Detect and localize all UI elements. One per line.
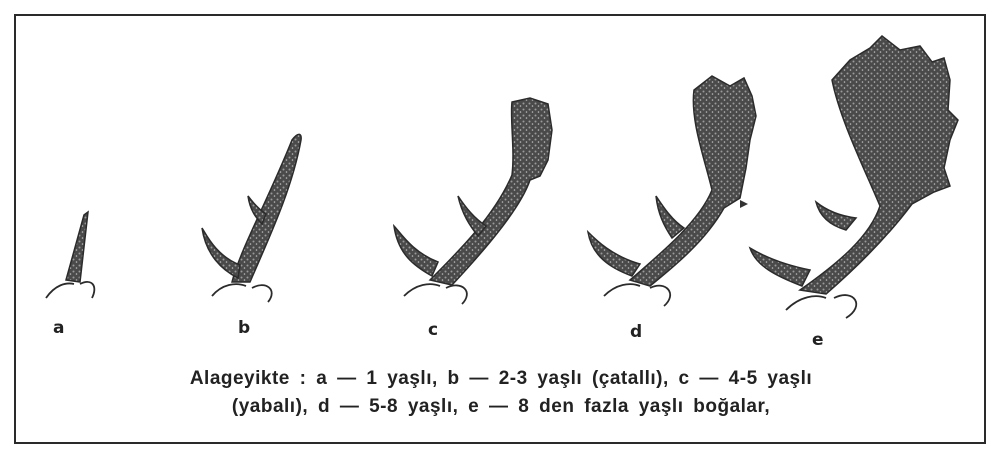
label-a: a <box>53 318 64 338</box>
label-e: e <box>812 330 824 350</box>
antler-c <box>394 98 552 304</box>
caption-line-1: Alageyikte : a — 1 yaşlı, b — 2-3 yaşlı … <box>0 368 1002 390</box>
label-d: d <box>630 322 642 342</box>
label-b: b <box>238 318 250 338</box>
label-c: c <box>428 320 438 340</box>
antler-d <box>588 76 756 306</box>
caption-line-2: (yabalı), d — 5-8 yaşlı, e — 8 den fazla… <box>0 396 1002 418</box>
antler-e <box>750 36 958 318</box>
antler-b <box>202 134 301 302</box>
antler-a <box>46 212 94 298</box>
